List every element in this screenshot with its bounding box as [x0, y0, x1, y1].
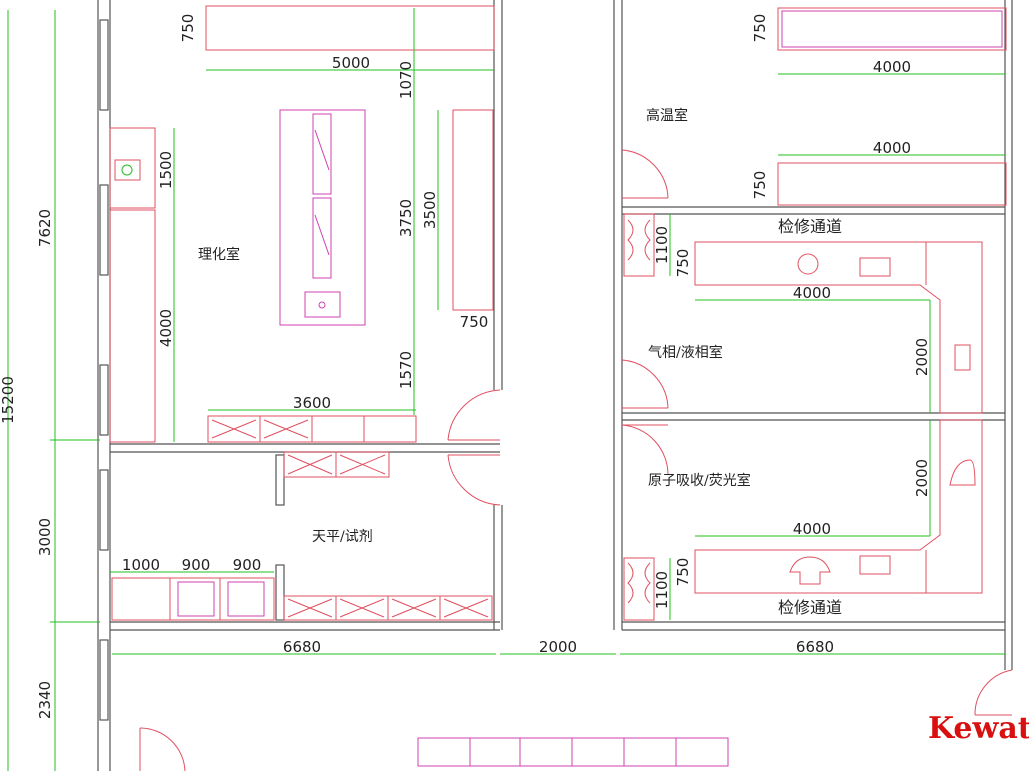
room-labels: 理化室 天平/试剂 高温室 气相/液相室 原子吸收/荧光室 检修通道 检修通道: [198, 107, 842, 617]
dim-wall-4000: 4000: [157, 309, 175, 347]
corridor-bottom: 检修通道: [778, 598, 842, 617]
dim-aa-750: 750: [674, 558, 692, 587]
brand-logo: Kewatt: [928, 711, 1029, 746]
central-island: [279, 109, 366, 326]
room-hightemp: 高温室: [646, 107, 688, 124]
dim-left-3000: 3000: [36, 518, 54, 556]
room-gasliquid: 气相/液相室: [648, 344, 723, 361]
dim-v-3500: 3500: [421, 191, 439, 229]
gasliquid-furniture: [623, 213, 983, 414]
dim-aa-2000: 2000: [913, 459, 931, 497]
room-lab: 理化室: [198, 246, 240, 263]
dim-bot-6680a: 6680: [283, 638, 321, 656]
dim-v-1070: 1070: [397, 61, 415, 99]
lab-furniture: [109, 5, 495, 443]
dimension-lines: [7, 8, 1005, 771]
wall-bench-left: [109, 209, 156, 443]
dim-b-900b: 900: [233, 556, 262, 574]
dim-bot-6680b: 6680: [796, 638, 834, 656]
dim-top-750: 750: [179, 14, 197, 43]
dim-v-1570: 1570: [397, 351, 415, 389]
dim-h-3600: 3600: [293, 394, 331, 412]
dim-b-900a: 900: [182, 556, 211, 574]
dim-left-total: 15200: [0, 376, 17, 424]
dim-bot-2000: 2000: [539, 638, 577, 656]
dim-left-7620: 7620: [36, 209, 54, 247]
wall-bench-top: [205, 5, 495, 51]
dim-left-2340: 2340: [36, 681, 54, 719]
dim-top-5000: 5000: [332, 54, 370, 72]
side-bench: [452, 109, 494, 311]
dim-bench-750: 750: [460, 313, 489, 331]
emergency-shower: [109, 127, 156, 209]
dim-gl-2000: 2000: [913, 338, 931, 376]
dimension-labels: 15200 7620 3000 2340 750 5000 1070 3750 …: [0, 14, 931, 719]
dim-aa-4000: 4000: [793, 520, 831, 538]
dim-ht-750a: 750: [751, 14, 769, 43]
walls: [97, 0, 1013, 771]
room-atomic: 原子吸收/荧光室: [648, 472, 751, 489]
doors: [139, 149, 1013, 771]
corridor-top: 检修通道: [778, 217, 842, 236]
dim-sink-1500: 1500: [157, 151, 175, 189]
dim-v-3750: 3750: [397, 199, 415, 237]
balance-furniture: [111, 451, 493, 621]
dim-gl-1100: 1100: [653, 226, 671, 264]
bottom-benches: [417, 737, 729, 767]
dim-gl-4000: 4000: [793, 284, 831, 302]
dim-ht-4000b: 4000: [873, 139, 911, 157]
dim-b-1000: 1000: [122, 556, 160, 574]
dim-aa-1100: 1100: [653, 571, 671, 609]
atomic-furniture: [623, 419, 983, 621]
dim-ht-750b: 750: [751, 171, 769, 200]
dim-ht-4000a: 4000: [873, 58, 911, 76]
dim-gl-750: 750: [674, 249, 692, 278]
hightemp-furniture: [777, 7, 1007, 206]
room-balance: 天平/试剂: [312, 529, 373, 545]
